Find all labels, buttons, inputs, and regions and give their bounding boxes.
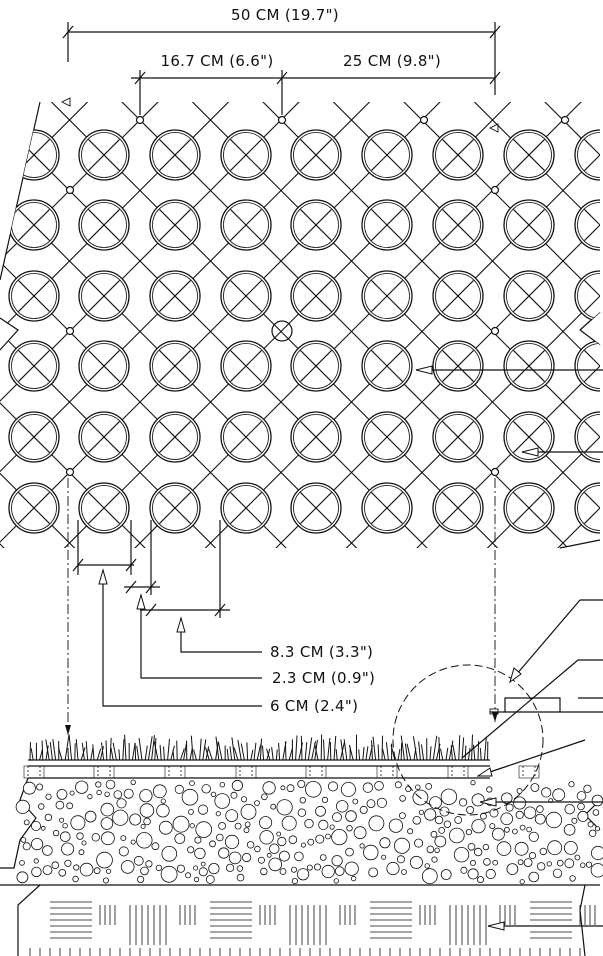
turf-cell [8,199,60,251]
turf-cell [220,411,272,463]
detail-circle [392,664,544,816]
turf-cell [503,129,555,181]
turf-cell [78,482,130,534]
turf-cell [290,340,342,392]
connector-node [135,115,145,125]
turf-cell [574,129,600,181]
turf-cell [290,199,342,251]
cell-spacing-leader [180,618,262,653]
connector-node [277,115,287,125]
turf-cell [432,340,484,392]
turf-cell [8,129,60,181]
connector-node [490,467,500,477]
top-dimensions [62,22,501,115]
turf-cell [361,340,413,392]
turf-cell [574,340,600,392]
turf-cell [432,270,484,322]
gravel-base-layer [15,779,603,885]
plan-callouts [60,97,603,457]
section-view [0,599,603,956]
turf-cell [78,340,130,392]
turf-cell [78,270,130,322]
turf-cell [432,199,484,251]
cell-dimensions [72,520,262,707]
turf-cell [8,270,60,322]
turf-cell [432,482,484,534]
turf-cell [503,411,555,463]
edge-callout-leader [509,599,581,683]
turf-cell [8,340,60,392]
turf-cell [78,199,130,251]
turf-cell [503,340,555,392]
grass-layer [29,734,489,761]
turf-cell [78,411,130,463]
rib-callout-arrow [521,447,539,457]
turf-cell [574,199,600,251]
wall-thickness-label: 2.3 CM (0.9") [272,669,375,687]
turf-cell [432,411,484,463]
panel-break-lines [0,101,601,549]
turf-cell [220,340,272,392]
turf-cell [220,270,272,322]
turf-cell [78,129,130,181]
paver-callout-leader [477,739,586,777]
turf-cell [503,199,555,251]
turf-cell [361,129,413,181]
connector-node [65,185,75,195]
turf-cell [361,411,413,463]
paver-grid-plan [0,101,601,549]
cell-spacing-label: 8.3 CM (3.3") [270,643,373,661]
connector-node [65,467,75,477]
connector-node [490,326,500,336]
turf-cell [220,199,272,251]
turf-cell [290,129,342,181]
turf-cell [149,270,201,322]
turf-cell [220,482,272,534]
connector-node [65,326,75,336]
turf-cell [361,270,413,322]
connector-node [560,115,570,125]
turf-cell [574,270,600,322]
turf-cell [220,129,272,181]
turf-cell [149,482,201,534]
turf-cell [503,482,555,534]
right-spacing-label: 25 CM (9.8") [343,52,441,70]
grass-callout-leader [461,659,579,759]
paver-section-ribs [23,765,540,779]
turf-cell [503,270,555,322]
connector-node [490,185,500,195]
overall-width-label: 50 CM (19.7") [231,6,339,24]
connector-nodes [65,115,570,477]
turf-cell [361,199,413,251]
cell-callout-arrow [415,365,433,375]
turf-cell [149,340,201,392]
connector-node [419,115,429,125]
turf-cell [149,129,201,181]
center-connector [271,320,293,342]
turf-cell [149,199,201,251]
turf-cell [8,482,60,534]
turf-cell [574,482,600,534]
turf-cell [8,411,60,463]
turf-cell [290,411,342,463]
wall-thickness-leader [140,595,262,679]
left-spacing-label: 16.7 CM (6.6") [160,52,273,70]
turf-cell [290,270,342,322]
turf-cell [432,129,484,181]
turf-cell [361,482,413,534]
cell-diameter-leader [102,570,262,707]
turf-cells [8,129,600,534]
cell-diameter-label: 6 CM (2.4") [270,697,358,715]
turf-cell [574,411,600,463]
edge-restraint [490,697,603,713]
subgrade-layer [29,901,596,956]
turf-cell [290,482,342,534]
turf-cell [149,411,201,463]
